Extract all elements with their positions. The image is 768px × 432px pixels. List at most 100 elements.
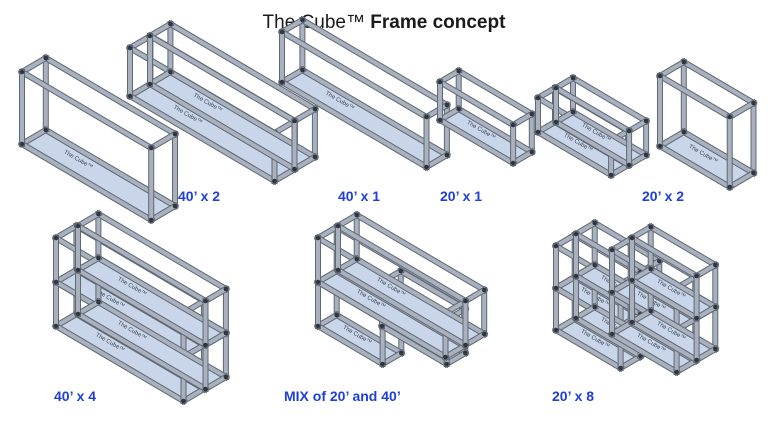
frame-joint — [529, 111, 535, 117]
frame-beam — [333, 312, 405, 356]
frame-joint — [592, 304, 597, 310]
caption-40x4: 40’ x 4 — [54, 388, 97, 404]
frame-joint — [592, 262, 597, 268]
frame-beam — [726, 170, 757, 190]
frame-joint — [681, 129, 687, 135]
frame-joint — [437, 117, 443, 123]
frame-beam — [629, 308, 654, 325]
frame-joint — [510, 160, 516, 166]
frame-joint — [481, 331, 487, 337]
frame-beam — [315, 323, 386, 367]
frame-beam — [629, 319, 700, 363]
frame-joint — [657, 143, 663, 149]
frame-joint — [292, 118, 297, 124]
frame-beam — [570, 109, 649, 158]
frame-joint — [172, 131, 178, 137]
title-emphasis: Frame concept — [370, 12, 506, 33]
frame-joint — [626, 128, 632, 134]
frame-joint — [223, 374, 229, 380]
frame-beam — [647, 224, 719, 268]
frame-beam — [167, 21, 318, 112]
frame-beam — [95, 211, 229, 292]
frame-beam — [75, 299, 102, 317]
frame-beam — [443, 350, 469, 367]
frame-beam — [573, 262, 598, 279]
frame-joint — [573, 315, 579, 321]
frame-joint — [398, 268, 404, 274]
frame-beam — [335, 212, 360, 229]
frame-beam — [693, 262, 719, 279]
frame-joint — [609, 331, 615, 337]
frame-beam — [335, 256, 360, 273]
frame-joint — [570, 109, 576, 115]
frame-joint — [96, 211, 101, 217]
frame-beam — [535, 129, 614, 178]
frame-beam — [379, 350, 405, 367]
frame-joint — [168, 21, 173, 27]
frame-joint — [437, 79, 443, 85]
frame-beam — [75, 311, 209, 392]
frame-beam — [299, 17, 450, 108]
frame-joint — [279, 79, 285, 85]
frame-joint — [618, 365, 623, 371]
frame-joint — [43, 55, 49, 61]
frame-joint — [456, 68, 462, 74]
frame-beam — [180, 386, 207, 404]
frame-joint — [127, 93, 133, 99]
frame-beam — [148, 131, 178, 151]
frame-40x1: The Cube™ — [277, 15, 452, 172]
frame-beam — [279, 67, 306, 85]
frame-joint — [148, 217, 154, 223]
frame-beam — [202, 330, 229, 348]
frame-joint — [53, 235, 59, 241]
frame-beam — [353, 212, 487, 293]
frame-beam — [629, 224, 654, 241]
frame-beam — [657, 73, 733, 120]
frame-joint — [292, 166, 297, 172]
frame-joint — [713, 304, 718, 310]
frame-joint — [223, 330, 229, 336]
frame-beam — [657, 143, 733, 190]
frame-beam — [315, 224, 340, 241]
frame-joint — [573, 273, 579, 279]
frame-beam — [462, 331, 487, 348]
frame-beam — [553, 274, 578, 291]
frame-beam — [455, 68, 535, 117]
frame-beam — [437, 106, 462, 123]
frame-beam — [647, 308, 719, 352]
frame-beam — [629, 235, 700, 279]
frame-joint — [713, 346, 718, 352]
frame-joint — [43, 127, 49, 133]
frame-beam — [442, 343, 467, 360]
frame-beam — [629, 266, 654, 283]
frame-joint — [643, 118, 649, 124]
frame-joint — [147, 81, 153, 87]
frame-joint — [399, 350, 404, 356]
frame-beam — [279, 17, 306, 35]
frame-joint — [510, 122, 516, 128]
caption-40x1: 40’ x 1 — [338, 188, 381, 204]
frame-joint — [424, 164, 429, 170]
frame-joint — [694, 357, 699, 363]
frame-joint — [334, 312, 340, 318]
frame-joint — [272, 178, 277, 184]
frame-joint — [609, 289, 615, 295]
frame-joint — [444, 152, 450, 158]
frame-beam — [299, 67, 450, 158]
frame-beam — [127, 93, 278, 184]
frame-beam — [148, 203, 178, 223]
frame-beam — [202, 286, 229, 304]
frame-beam — [147, 69, 174, 87]
frame-beam — [19, 141, 154, 223]
frame-beam — [147, 81, 298, 172]
frame-beam — [423, 152, 450, 170]
frame-beam — [657, 59, 687, 79]
frame-joint — [481, 287, 487, 293]
frame-joint — [553, 243, 559, 249]
frame-beam — [570, 75, 649, 124]
frame-beam — [423, 102, 450, 120]
frame-beam — [609, 331, 680, 375]
frame-joint — [553, 327, 559, 333]
